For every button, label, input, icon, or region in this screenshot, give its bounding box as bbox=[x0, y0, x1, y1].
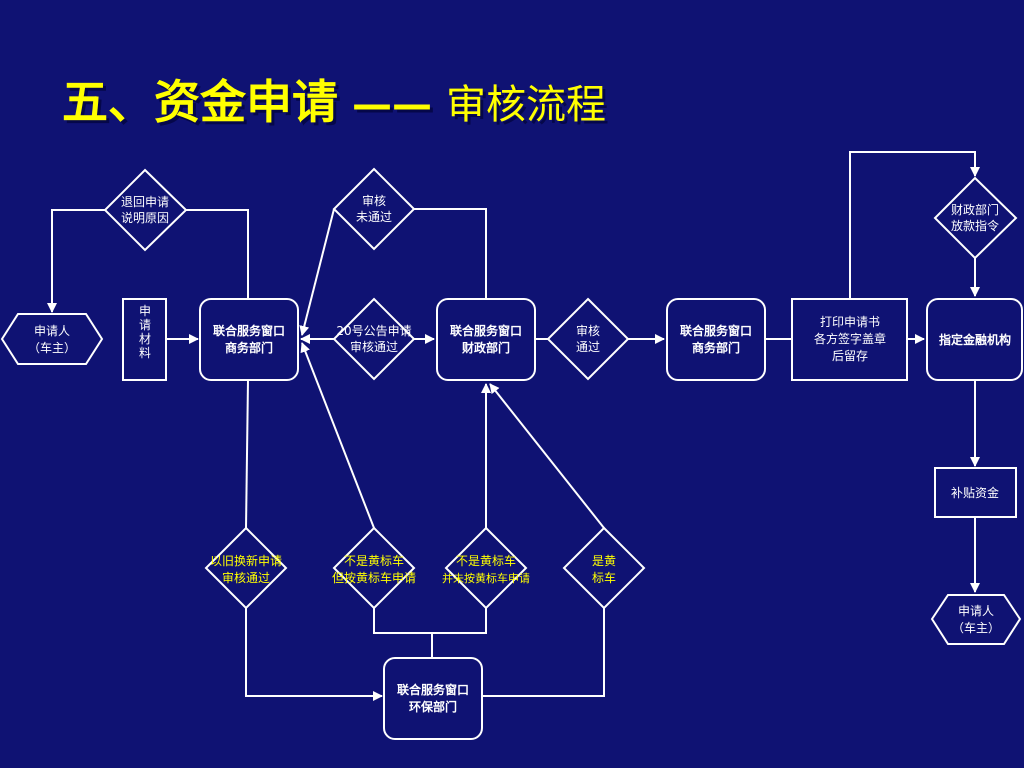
reject-label: 审核未通过 bbox=[356, 193, 392, 224]
print-label: 打印申请书各方签字盖章后留存 bbox=[814, 315, 886, 363]
edge-env-branches bbox=[373, 608, 487, 634]
notice20-label: 20号公告申请审核通过 bbox=[336, 324, 411, 354]
return-decision bbox=[103, 168, 188, 252]
materials-node bbox=[122, 298, 167, 381]
commerce-2-label: 联合服务窗口商务部门 bbox=[680, 323, 752, 355]
commerce-1-node bbox=[199, 298, 299, 381]
not-yellow-not-decision bbox=[444, 526, 528, 610]
pass-label: 审核通过 bbox=[576, 323, 600, 354]
edge-tradein-to-env bbox=[245, 608, 383, 701]
title-sub: 审核流程 bbox=[446, 82, 606, 128]
reject-decision bbox=[332, 167, 416, 251]
connectors bbox=[47, 151, 980, 701]
edge-return-to-applicant bbox=[47, 209, 105, 313]
edge-print-to-payment bbox=[849, 151, 980, 299]
edge-finance-to-reject bbox=[414, 208, 487, 299]
page-title: 五、资金申请 —— 审核流程 bbox=[62, 66, 606, 132]
applicant-start-node bbox=[0, 313, 104, 365]
process-nodes bbox=[0, 298, 1023, 740]
env-node bbox=[383, 657, 483, 740]
yellow-label: 是黄标车 bbox=[592, 554, 616, 585]
not-yellow-but-decision bbox=[332, 526, 416, 610]
finance-node bbox=[436, 298, 536, 381]
notice20-decision bbox=[332, 297, 416, 381]
env-label: 联合服务窗口环保部门 bbox=[397, 682, 469, 714]
subsidy-node bbox=[934, 467, 1017, 518]
title-dash: —— bbox=[352, 82, 432, 128]
trade-in-decision bbox=[204, 526, 288, 610]
return-label: 退回申请说明原因 bbox=[121, 195, 169, 225]
commerce-2-node bbox=[666, 298, 766, 381]
commerce-1-label: 联合服务窗口商务部门 bbox=[213, 323, 285, 355]
print-node bbox=[791, 298, 908, 381]
payment-order-label: 财政部门放款指令 bbox=[951, 202, 999, 233]
payment-order-decision bbox=[933, 176, 1018, 260]
edge-yellow-to-finance bbox=[489, 383, 605, 529]
subsidy-label: 补贴资金 bbox=[951, 485, 999, 500]
edge-commerce-to-return bbox=[186, 209, 249, 299]
applicant-end-node bbox=[930, 594, 1022, 645]
materials-label: 申请材料 bbox=[139, 304, 151, 360]
decision-nodes bbox=[103, 167, 1018, 610]
pass-decision bbox=[546, 297, 630, 381]
edge-notyellow-but-to-commerce bbox=[300, 342, 375, 529]
edge-commerce-to-tradein bbox=[245, 379, 249, 529]
yellow-decision bbox=[562, 526, 646, 610]
edge-env-to-yellow bbox=[482, 608, 605, 697]
finance-label: 联合服务窗口财政部门 bbox=[450, 323, 522, 355]
bank-label: 指定金融机构 bbox=[939, 332, 1011, 347]
not-yellow-not-label: 不是黄标车并未按黄标车申请 bbox=[442, 553, 530, 585]
trade-in-label: 以旧换新申请审核通过 bbox=[210, 553, 282, 585]
not-yellow-but-label: 不是黄标车但按黄标车申请 bbox=[332, 553, 416, 585]
edge-reject-to-commerce bbox=[299, 208, 335, 336]
applicant-start-label: 申请人（车主） bbox=[28, 324, 76, 355]
bank-node bbox=[926, 298, 1023, 381]
title-main: 五、资金申请 bbox=[62, 75, 338, 129]
applicant-end-label: 申请人（车主） bbox=[952, 604, 1000, 635]
